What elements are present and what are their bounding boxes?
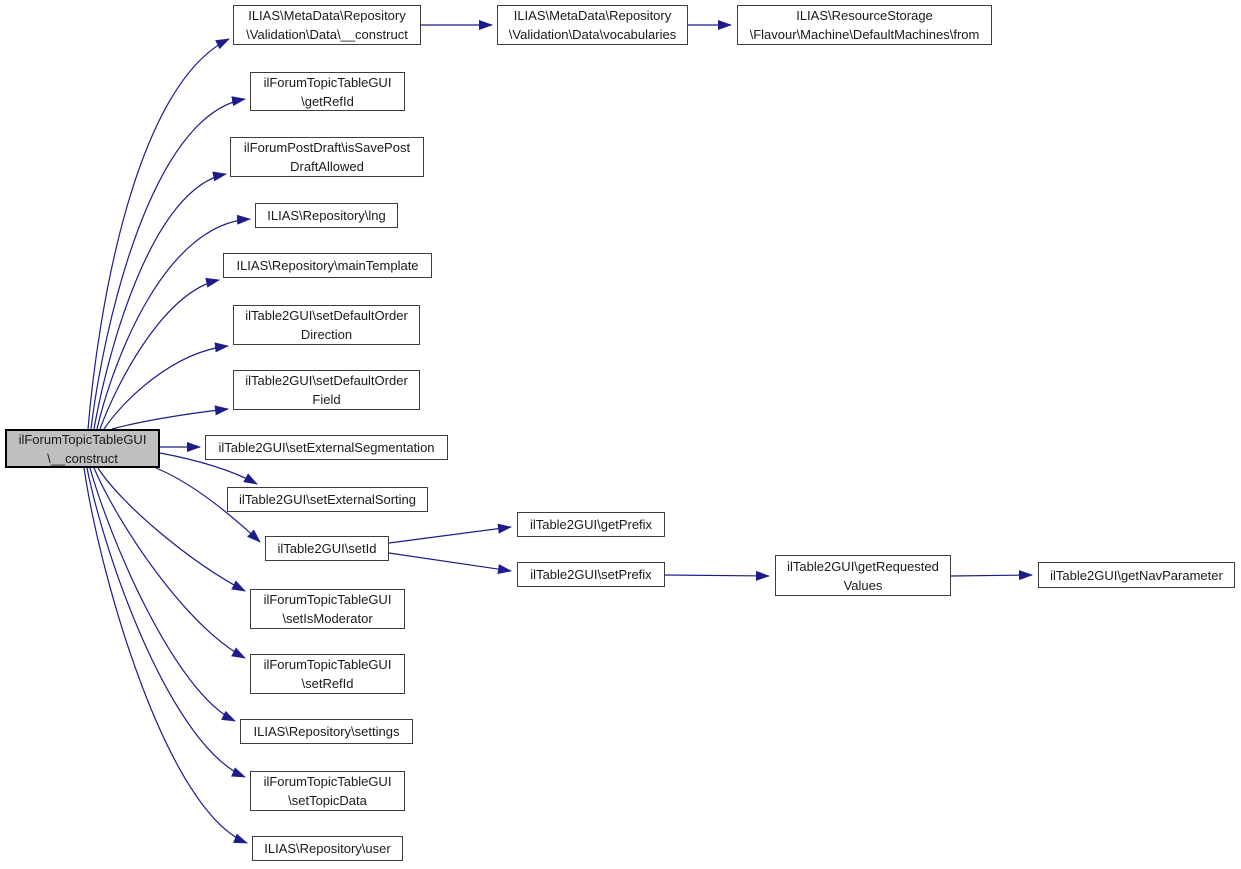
node-main-template[interactable]: ILIAS\Repository\mainTemplate	[223, 253, 432, 278]
node-md-construct[interactable]: ILIAS\MetaData\Repository \Validation\Da…	[233, 5, 421, 45]
node-set-external-sorting[interactable]: ilTable2GUI\setExternalSorting	[227, 487, 428, 512]
edge-root-to-get-ref-id	[90, 96, 246, 430]
node-settings[interactable]: ILIAS\Repository\settings	[240, 719, 413, 744]
edge-root-to-set-external-sorting	[159, 452, 258, 485]
node-default-machines-from[interactable]: ILIAS\ResourceStorage \Flavour\Machine\D…	[737, 5, 992, 45]
node-set-default-order-field[interactable]: ilTable2GUI\setDefaultOrder Field	[233, 370, 420, 410]
node-lng[interactable]: ILIAS\Repository\lng	[255, 203, 398, 228]
edge-root-to-lng	[96, 214, 251, 430]
edge-set-id-to-set-prefix	[388, 552, 512, 575]
edge-root-to-settings	[89, 467, 236, 722]
node-is-save-post-draft-allowed[interactable]: ilForumPostDraft\isSavePost DraftAllowed	[230, 137, 424, 177]
node-set-ref-id[interactable]: ilForumTopicTableGUI \setRefId	[250, 654, 405, 694]
node-user[interactable]: ILIAS\Repository\user	[252, 836, 403, 861]
node-set-external-segmentation[interactable]: ilTable2GUI\setExternalSegmentation	[205, 435, 448, 460]
edge-root-to-set-default-order-direction	[103, 342, 229, 430]
node-get-ref-id[interactable]: ilForumTopicTableGUI \getRefId	[250, 72, 405, 111]
edge-root-to-set-is-moderator	[97, 467, 246, 592]
node-set-default-order-direction[interactable]: ilTable2GUI\setDefaultOrder Direction	[233, 305, 420, 345]
node-get-requested-values[interactable]: ilTable2GUI\getRequested Values	[775, 555, 951, 596]
node-set-is-moderator[interactable]: ilForumTopicTableGUI \setIsModerator	[250, 589, 405, 629]
edge-root-to-set-ref-id	[93, 467, 246, 659]
node-vocabularies[interactable]: ILIAS\MetaData\Repository \Validation\Da…	[497, 5, 688, 45]
node-get-prefix[interactable]: ilTable2GUI\getPrefix	[517, 512, 665, 537]
edge-set-prefix-to-get-requested-values	[664, 570, 770, 581]
edge-root-to-is-save-post-draft-allowed	[93, 171, 227, 430]
node-set-topic-data[interactable]: ilForumTopicTableGUI \setTopicData	[250, 771, 405, 811]
edge-root-to-set-default-order-field	[111, 405, 229, 430]
edge-root-to-main-template	[99, 277, 220, 430]
edge-set-id-to-get-prefix	[388, 523, 512, 544]
node-set-id[interactable]: ilTable2GUI\setId	[265, 536, 389, 561]
edge-root-to-set-topic-data	[86, 467, 246, 778]
edge-get-requested-values-to-get-nav-parameter	[950, 570, 1033, 581]
node-set-prefix[interactable]: ilTable2GUI\setPrefix	[517, 562, 665, 587]
edge-root-to-set-id	[155, 467, 261, 543]
edge-root-to-md-construct	[87, 38, 230, 430]
node-get-nav-parameter[interactable]: ilTable2GUI\getNavParameter	[1038, 562, 1235, 588]
edge-root-to-user	[83, 467, 248, 844]
node-root: ilForumTopicTableGUI \__construct	[5, 429, 160, 468]
